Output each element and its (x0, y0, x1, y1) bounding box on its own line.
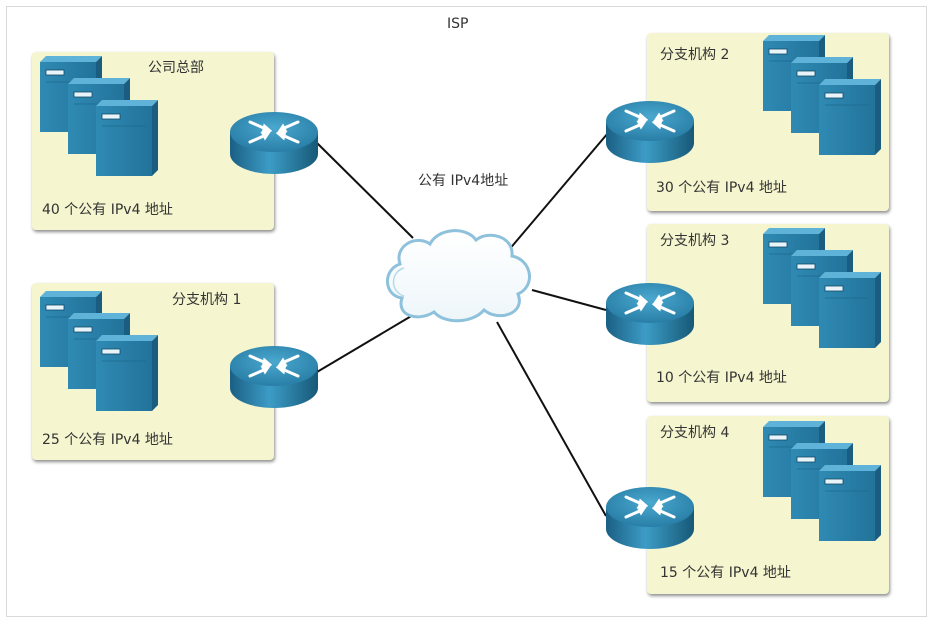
router-icon-branch1 (230, 346, 318, 410)
site-addresses-branch1: 25 个公有 IPv4 地址 (42, 432, 173, 448)
server-stack-icon-branch4 (763, 421, 885, 556)
server-stack-icon-hq (40, 56, 162, 191)
site-title-hq: 公司总部 (148, 60, 204, 76)
internet-cloud-icon (386, 229, 531, 323)
link-branch1 (316, 314, 414, 373)
site-addresses-branch3: 10 个公有 IPv4 地址 (656, 370, 787, 386)
server-stack-icon-branch3 (763, 228, 885, 363)
router-icon-branch4 (606, 487, 694, 551)
site-title-branch1: 分支机构 1 (172, 292, 242, 308)
link-branch2 (507, 132, 609, 252)
link-branch3 (531, 289, 607, 311)
server-stack-icon-branch2 (763, 35, 885, 170)
router-icon-branch3 (606, 283, 694, 347)
site-addresses-hq: 40 个公有 IPv4 地址 (42, 202, 173, 218)
router-icon-branch2 (606, 101, 694, 165)
diagram-frame (6, 6, 927, 617)
link-branch4 (496, 321, 607, 517)
router-icon-hq (230, 112, 318, 176)
site-title-branch4: 分支机构 4 (660, 425, 730, 441)
site-title-branch3: 分支机构 3 (660, 233, 730, 249)
server-stack-icon-branch1 (40, 291, 162, 426)
link-hq (316, 142, 414, 239)
site-title-branch2: 分支机构 2 (660, 47, 730, 63)
site-addresses-branch4: 15 个公有 IPv4 地址 (660, 565, 791, 581)
cloud-label: 公有 IPv4地址 (418, 173, 509, 189)
site-addresses-branch2: 30 个公有 IPv4 地址 (656, 180, 787, 196)
isp-label: ISP (447, 16, 469, 32)
